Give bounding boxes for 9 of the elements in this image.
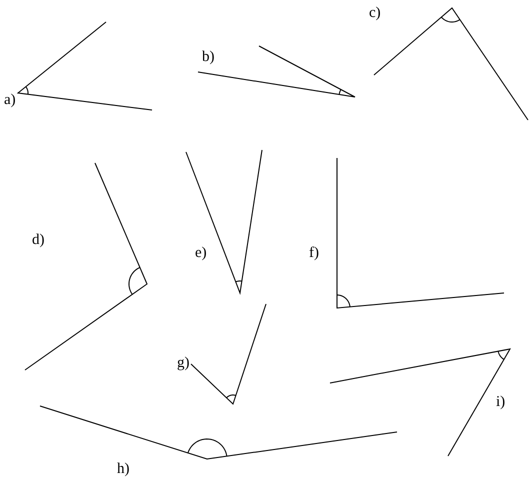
- angle-label: e): [195, 245, 207, 261]
- angle-label: a): [4, 92, 16, 108]
- angle-label: h): [117, 461, 130, 477]
- angle-label: i): [496, 394, 506, 410]
- angle-label: f): [309, 245, 319, 261]
- angle-label: b): [202, 49, 214, 65]
- angle-label: c): [369, 5, 381, 21]
- angle-label: g): [177, 355, 190, 371]
- angle-label: d): [32, 232, 44, 248]
